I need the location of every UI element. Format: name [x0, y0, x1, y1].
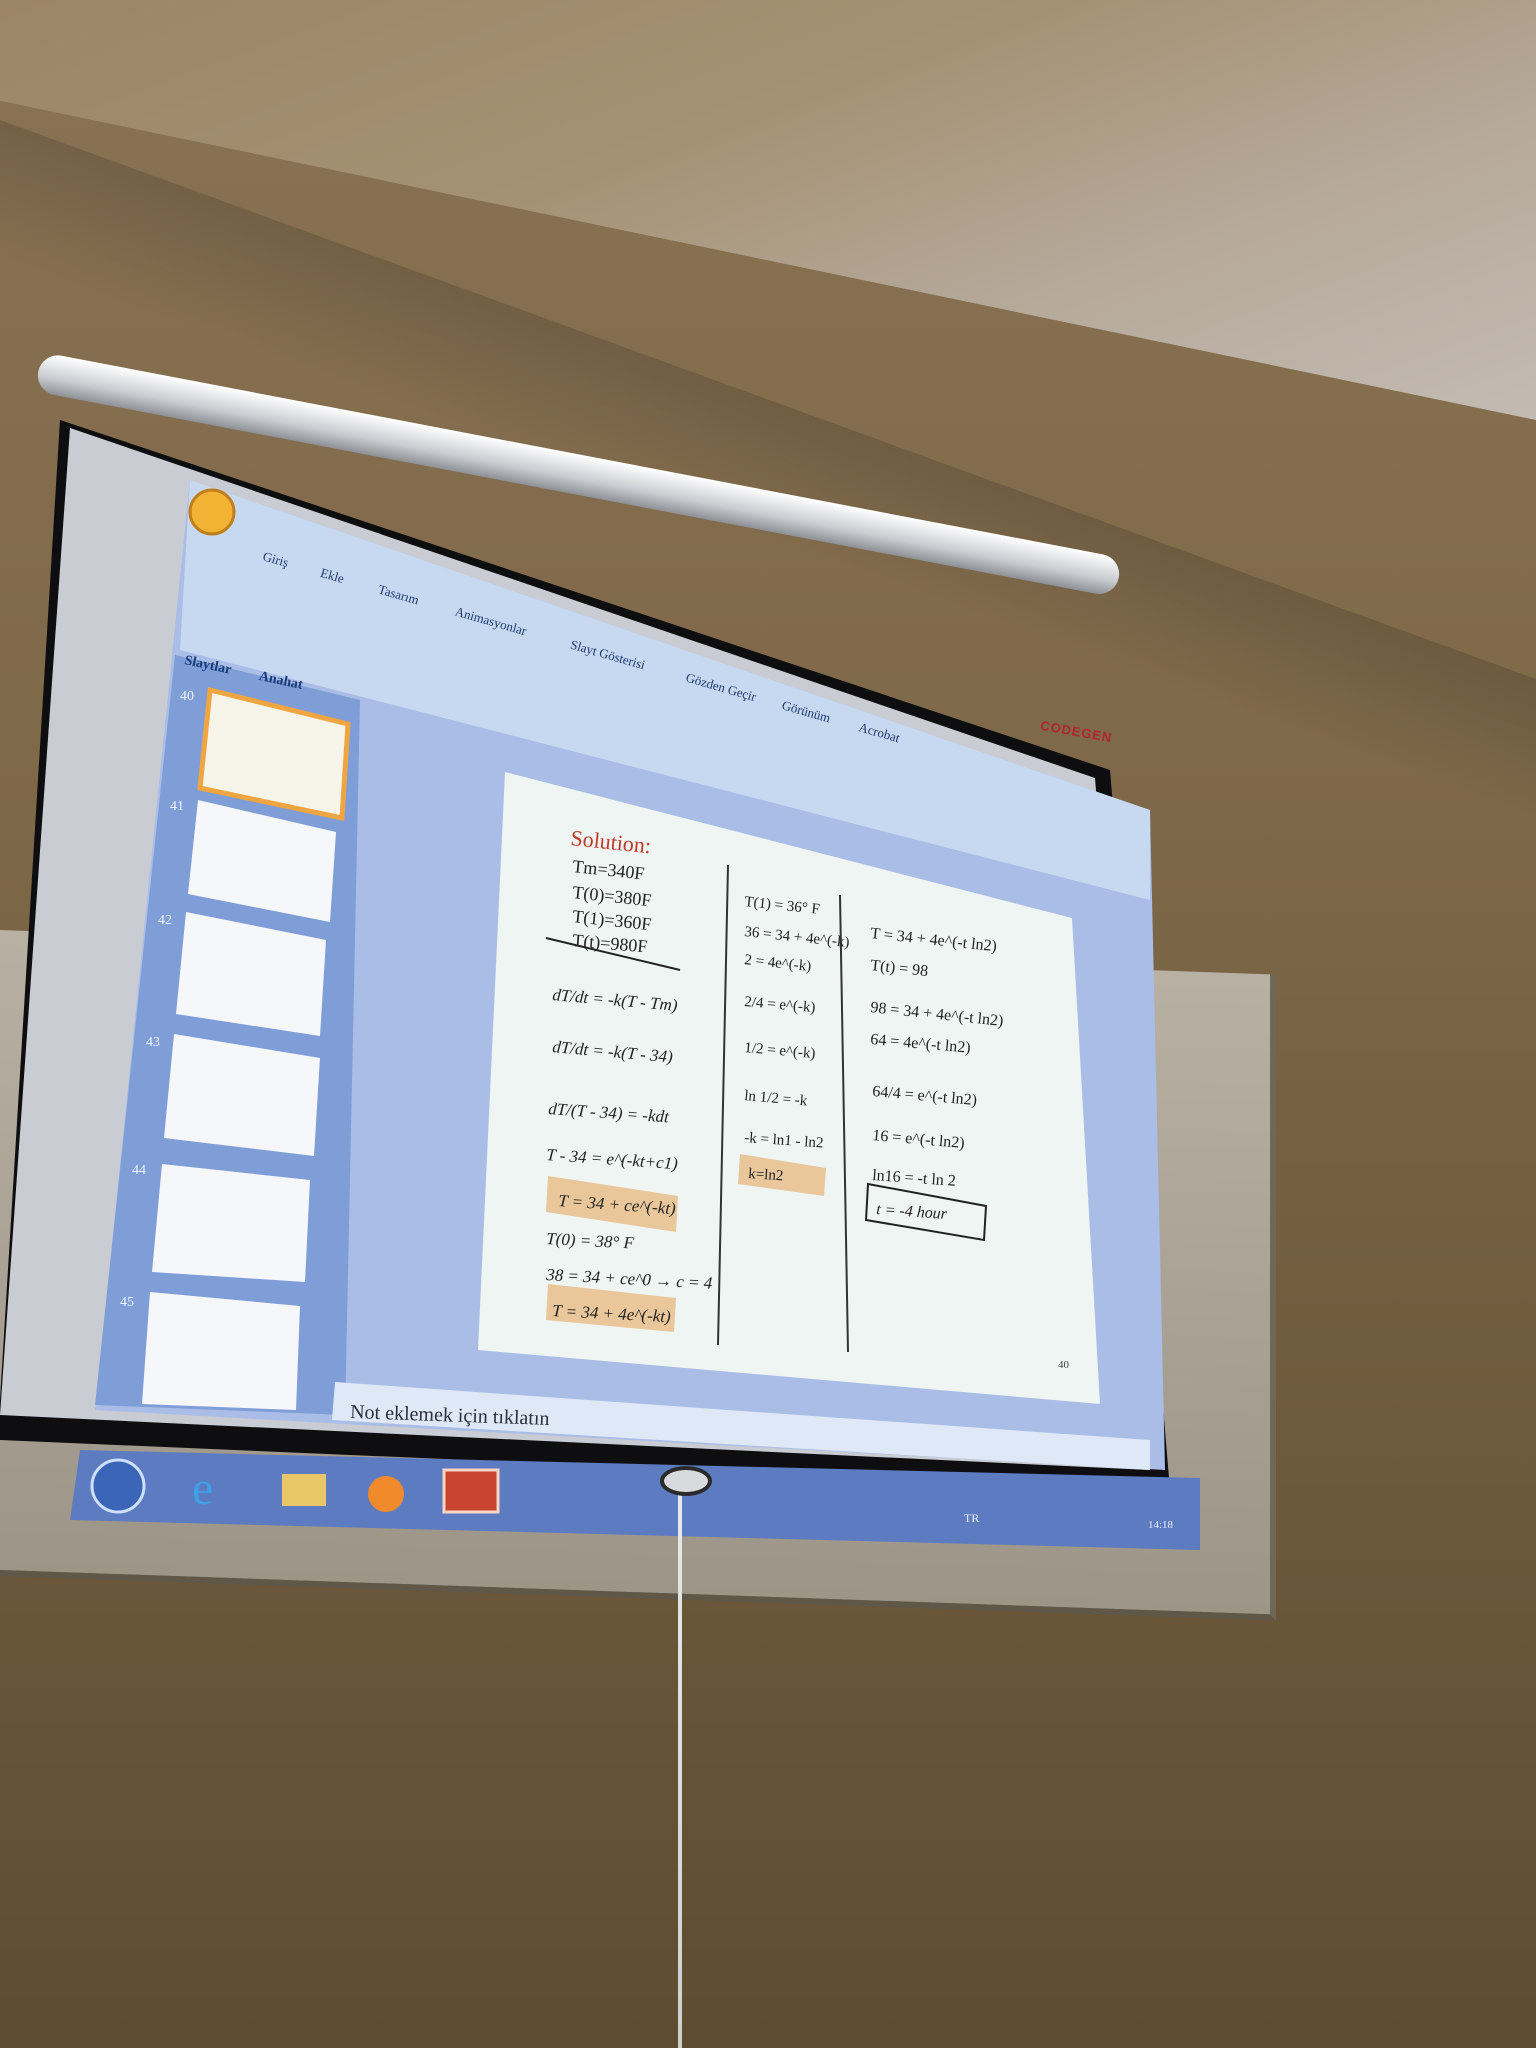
taskbar-clock[interactable]: 14:18	[1148, 1519, 1174, 1531]
highlight-k-value	[738, 1154, 826, 1196]
ribbon-area	[180, 480, 1150, 900]
office-button-icon[interactable]	[188, 488, 236, 536]
slide-thumbnail-43[interactable]	[164, 1034, 320, 1156]
equation-line: T(1) = 36° F	[744, 894, 821, 918]
k-value: k=ln2	[748, 1166, 784, 1184]
main-slide	[478, 772, 1100, 1404]
slide-number-44: 44	[132, 1163, 146, 1178]
given-underline	[545, 937, 681, 971]
equation-line: T(0) = 38° F	[546, 1229, 635, 1253]
explorer-icon[interactable]	[282, 1474, 326, 1506]
start-button-icon[interactable]	[90, 1458, 146, 1514]
pull-handle[interactable]	[660, 1466, 712, 1496]
ribbon-tab-ekle[interactable]: Ekle	[319, 565, 346, 586]
slide-number-41: 41	[170, 799, 184, 814]
taskbar	[70, 1450, 1200, 1550]
media-player-icon[interactable]	[368, 1476, 404, 1512]
slide-thumbnail-45[interactable]	[142, 1292, 300, 1410]
slide-thumbnail-44[interactable]	[152, 1164, 310, 1282]
slide-thumbnail-41[interactable]	[188, 800, 336, 922]
slide-number-43: 43	[146, 1035, 160, 1050]
equation-line: ln16 = -t ln 2	[872, 1167, 957, 1190]
slide-page-number: 40	[1058, 1359, 1070, 1371]
ie-icon[interactable]: e	[192, 1462, 213, 1515]
ribbon-tab-giris[interactable]: Giriş	[261, 548, 290, 570]
notes-bar	[332, 1382, 1150, 1470]
equation-line: -k = ln1 - ln2	[744, 1130, 824, 1151]
slide-divider-1	[717, 864, 729, 1346]
equation-line: T(t) = 98	[870, 957, 929, 980]
highlight-general-solution	[546, 1176, 678, 1232]
answer-line: t = -4 hour	[876, 1201, 949, 1223]
taskbar-language[interactable]: TR	[964, 1511, 979, 1525]
pull-cord	[678, 1480, 682, 2048]
slide-thumbnail-42[interactable]	[176, 912, 326, 1036]
equation-line: 2/4 = e^(-k)	[744, 994, 816, 1016]
answer-box	[864, 1182, 988, 1242]
slide-number-42: 42	[158, 913, 172, 928]
equation-line: 2 = 4e^(-k)	[744, 952, 812, 975]
equation-line: ln 1/2 = -k	[744, 1088, 809, 1109]
slide-divider-2	[839, 894, 849, 1353]
slide-thumbnail-40[interactable]	[197, 686, 351, 822]
highlight-particular-solution	[546, 1284, 676, 1332]
slide-number-40: 40	[180, 689, 194, 704]
equation-line: 1/2 = e^(-k)	[744, 1040, 816, 1062]
powerpoint-taskbar-icon[interactable]	[442, 1468, 500, 1514]
slide-number-45: 45	[120, 1295, 134, 1310]
